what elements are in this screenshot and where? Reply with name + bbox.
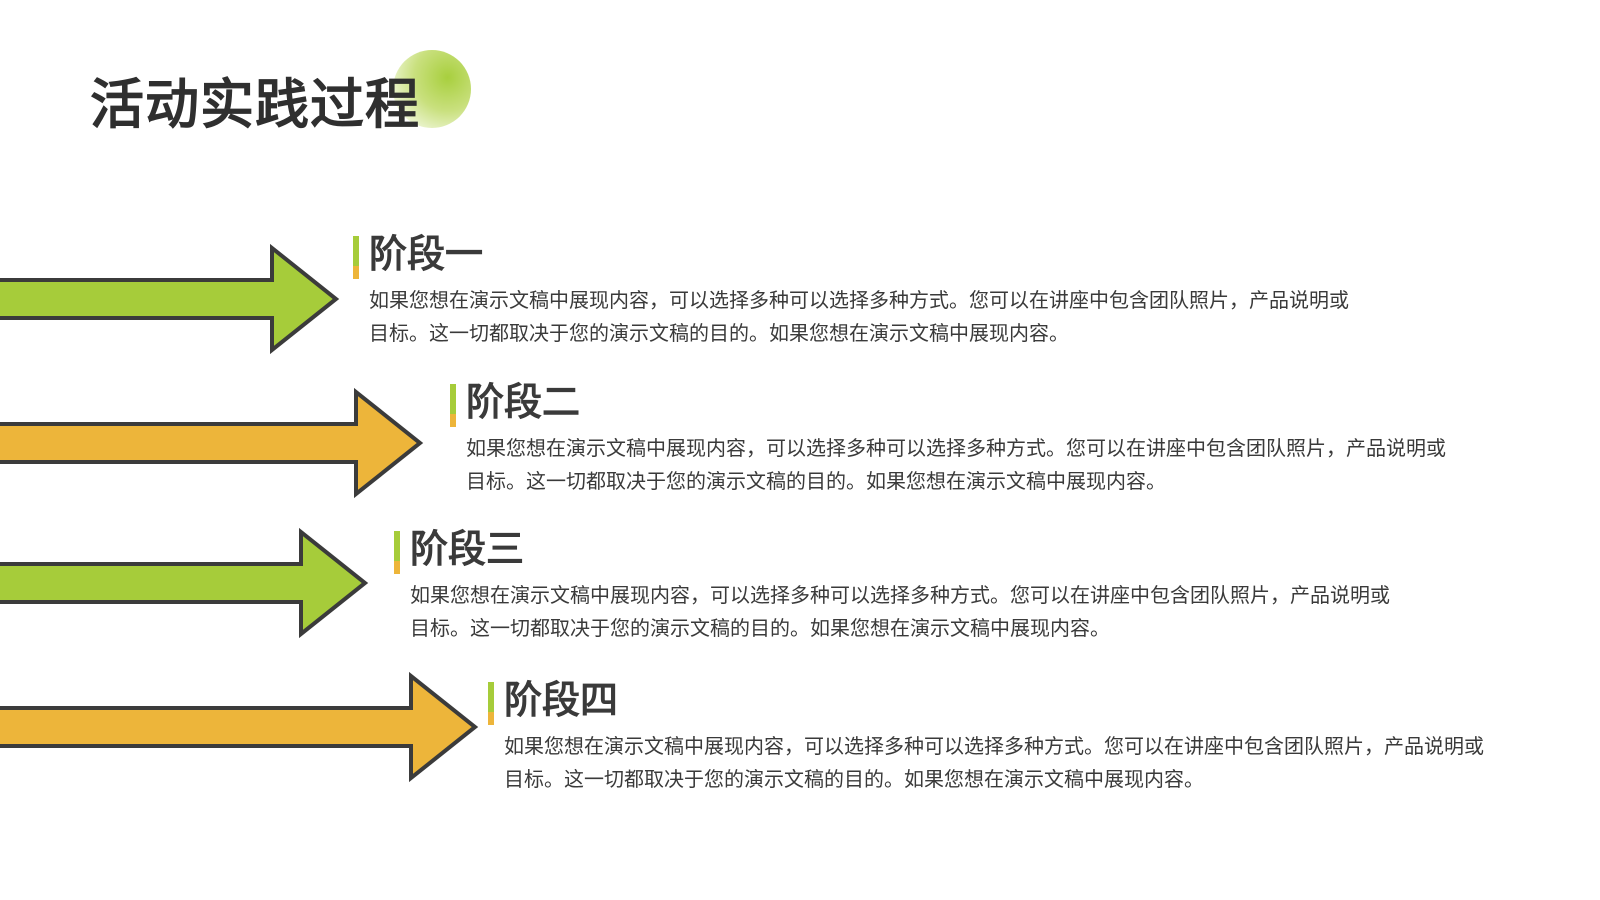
stage-2-title: 阶段二: [466, 380, 581, 424]
stage-1-arrow-icon: [0, 243, 340, 355]
stage-3-accent-bar: [394, 531, 400, 574]
stage-1-description: 如果您想在演示文稿中展现内容，可以选择多种可以选择多种方式。您可以在讲座中包含团…: [369, 288, 1349, 345]
stage-3-title: 阶段三: [410, 527, 525, 571]
stage-2-accent-bar: [450, 384, 456, 427]
stage-4-arrow-shape: [0, 671, 479, 783]
page-title: 活动实践过程: [90, 73, 420, 136]
stage-2-arrow-shape: [0, 387, 424, 499]
stage-4-arrow-icon: [0, 671, 479, 783]
stage-3-arrow-shape: [0, 527, 369, 639]
stage-2-arrow-icon: [0, 387, 424, 499]
title-decoration-circle: [393, 50, 471, 128]
stage-1-accent-bar: [353, 236, 359, 279]
stage-1-title: 阶段一: [369, 232, 484, 276]
stage-4-description: 如果您想在演示文稿中展现内容，可以选择多种可以选择多种方式。您可以在讲座中包含团…: [504, 734, 1484, 791]
stage-2-description: 如果您想在演示文稿中展现内容，可以选择多种可以选择多种方式。您可以在讲座中包含团…: [466, 436, 1446, 493]
stage-4-accent-bar: [488, 682, 494, 725]
stage-3-arrow-icon: [0, 527, 369, 639]
stage-1-arrow-shape: [0, 243, 340, 355]
stage-4-title: 阶段四: [504, 678, 619, 722]
stage-3-description: 如果您想在演示文稿中展现内容，可以选择多种可以选择多种方式。您可以在讲座中包含团…: [410, 583, 1390, 640]
